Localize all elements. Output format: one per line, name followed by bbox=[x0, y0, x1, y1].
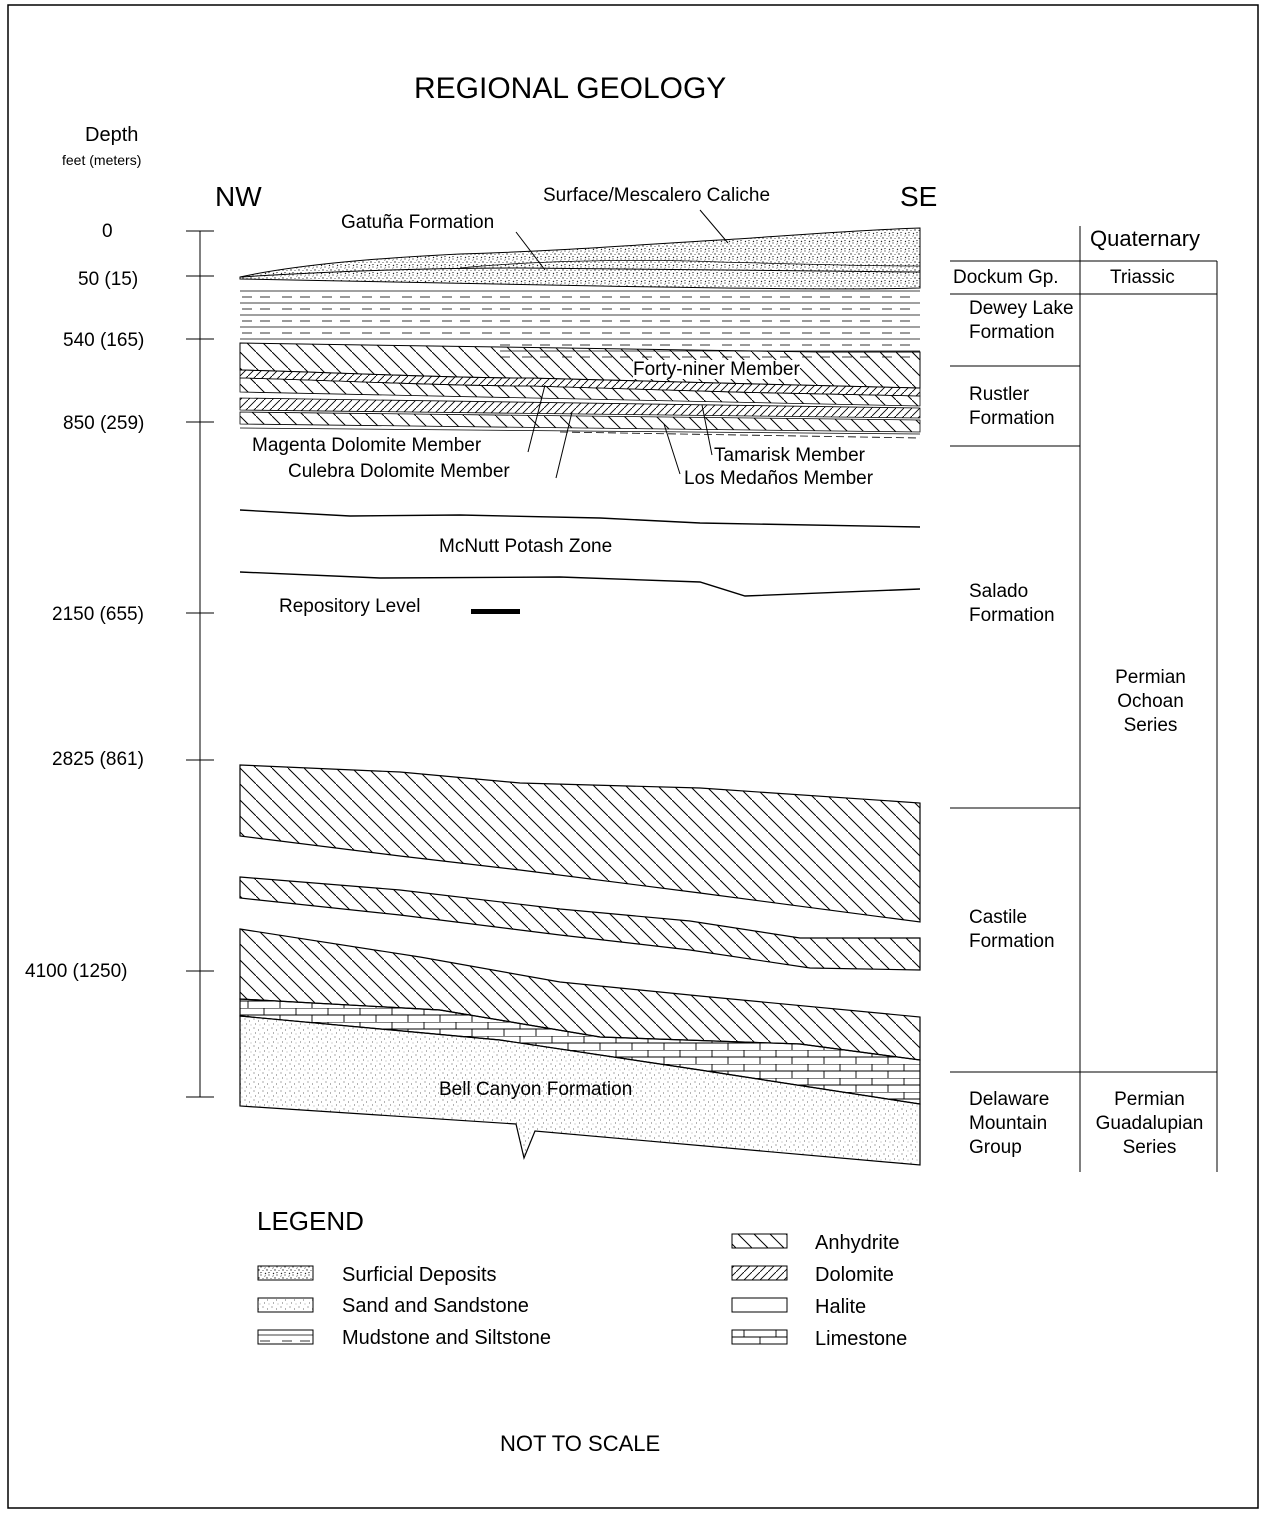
legend-label-sand: Sand and Sandstone bbox=[342, 1295, 529, 1317]
formation-delaware: Delaware Mountain Group bbox=[969, 1089, 1050, 1158]
depth-tick-label: 0 bbox=[102, 221, 113, 242]
surficial-deposits-layer bbox=[239, 227, 921, 290]
legend-swatch-sand bbox=[257, 1297, 314, 1313]
legend-label-dolomite: Dolomite bbox=[815, 1264, 894, 1286]
series-permian-ochoan: Permian Ochoan Series bbox=[1115, 667, 1186, 736]
mcnutt-upper-boundary bbox=[239, 509, 921, 528]
outer-border bbox=[7, 4, 1259, 1509]
legend-swatch-limestone bbox=[731, 1329, 788, 1345]
repository-level-marker bbox=[471, 609, 520, 614]
legend-swatch-anhydrite bbox=[731, 1233, 788, 1249]
direction-nw: NW bbox=[215, 181, 262, 212]
legend-label-mudstone: Mudstone and Siltstone bbox=[342, 1327, 552, 1349]
depth-tick-label: 540 (165) bbox=[63, 330, 145, 351]
depth-tick-label: 2150 (655) bbox=[52, 604, 144, 625]
formation-dewey-lake: Dewey Lake Formation bbox=[969, 298, 1074, 343]
label-repository: Repository Level bbox=[279, 596, 421, 617]
legend-swatch-dolomite bbox=[731, 1265, 788, 1281]
depth-tick-label: 4100 (1250) bbox=[25, 961, 128, 982]
legend-swatch-mudstone bbox=[257, 1329, 314, 1345]
formation-dockum: Dockum Gp. bbox=[953, 267, 1059, 288]
legend-swatch-surficial bbox=[257, 1265, 314, 1281]
series-permian-guadalupian: Permian Guadalupian Series bbox=[1095, 1089, 1204, 1158]
legend-label-anhydrite: Anhydrite bbox=[815, 1232, 900, 1254]
diagram-title: REGIONAL GEOLOGY bbox=[414, 72, 727, 105]
formation-castile: Castile Formation bbox=[969, 907, 1055, 952]
culebra-dolomite-layer bbox=[239, 397, 921, 419]
direction-se: SE bbox=[900, 181, 938, 212]
legend-label-halite: Halite bbox=[815, 1296, 867, 1318]
formation-rustler: Rustler Formation bbox=[969, 384, 1055, 429]
label-tamarisk: Tamarisk Member bbox=[714, 445, 865, 466]
label-caliche: Surface/Mescalero Caliche bbox=[543, 185, 771, 206]
label-bell-canyon: Bell Canyon Formation bbox=[439, 1079, 633, 1100]
label-culebra: Culebra Dolomite Member bbox=[288, 461, 510, 482]
depth-tick-label: 50 (15) bbox=[78, 269, 139, 290]
label-leaders bbox=[515, 209, 729, 479]
series-triassic: Triassic bbox=[1110, 267, 1175, 288]
label-magenta: Magenta Dolomite Member bbox=[252, 435, 482, 456]
not-to-scale-note: NOT TO SCALE bbox=[500, 1431, 661, 1456]
label-forty-niner: Forty-niner Member bbox=[633, 359, 800, 380]
formation-salado: Salado Formation bbox=[969, 581, 1055, 626]
depth-tick-label: 850 (259) bbox=[63, 413, 145, 434]
label-gatuna: Gatuña Formation bbox=[341, 212, 495, 233]
legend-swatches bbox=[257, 1233, 788, 1345]
depth-tick-label: 2825 (861) bbox=[52, 749, 144, 770]
castile-anhydrite-upper bbox=[239, 764, 921, 923]
mcnutt-lower-boundary bbox=[239, 571, 921, 597]
depth-units: feet (meters) bbox=[62, 152, 142, 168]
depth-axis bbox=[186, 230, 214, 1098]
label-mcnutt: McNutt Potash Zone bbox=[439, 536, 613, 557]
dewey-lake-mudstone-layer bbox=[240, 288, 920, 340]
series-quaternary: Quaternary bbox=[1090, 226, 1201, 251]
legend-label-limestone: Limestone bbox=[815, 1328, 908, 1350]
castile-anhydrite-middle bbox=[239, 876, 921, 971]
depth-header: Depth bbox=[85, 124, 139, 146]
legend-label-surficial: Surficial Deposits bbox=[342, 1264, 497, 1286]
label-los-medanos: Los Medaños Member bbox=[684, 468, 874, 489]
formation-column bbox=[950, 226, 1218, 1172]
bell-canyon-sandstone-layer bbox=[239, 1015, 921, 1166]
legend-swatch-halite bbox=[731, 1297, 788, 1313]
legend-title: LEGEND bbox=[257, 1206, 364, 1236]
